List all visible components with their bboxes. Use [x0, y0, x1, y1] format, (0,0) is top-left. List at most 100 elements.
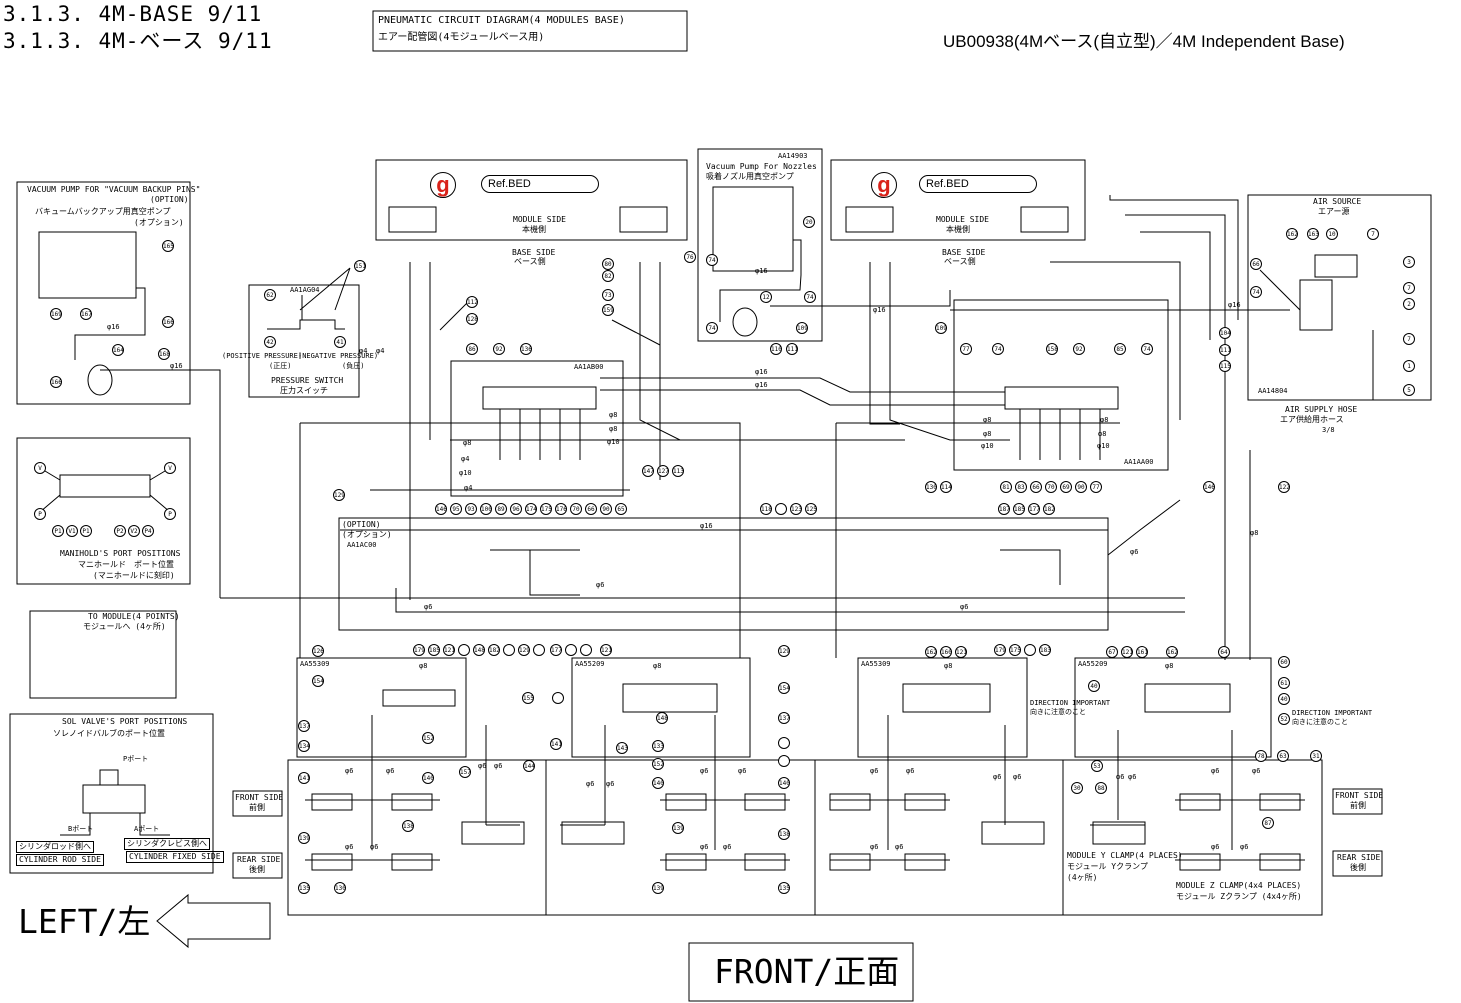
manifold-left-code: AA1AB00 — [574, 363, 604, 371]
part-callout: 63 — [1277, 750, 1289, 762]
part-callout: 74 — [706, 322, 718, 334]
part-callout: 161 — [1136, 646, 1148, 658]
part-callout — [533, 644, 545, 656]
port-label: P2 — [114, 525, 126, 537]
part-callout: 143 — [616, 742, 628, 754]
ref-bed-label: Ref.BED — [919, 175, 1037, 193]
phi-label: φ4 — [461, 455, 470, 463]
phi-label: φ10 — [1097, 442, 1110, 450]
clamp-z-en: MODULE Z CLAMP(4x4 PLACES) — [1176, 881, 1302, 890]
module-side-jp: 本機側 — [946, 225, 970, 234]
part-callout: 176 — [555, 503, 567, 515]
part-callout: 123 — [790, 503, 802, 515]
air-hose-en: AIR SUPPLY HOSE — [1285, 405, 1358, 414]
phi-label: φ16 — [107, 323, 120, 331]
part-callout: 130 — [334, 882, 346, 894]
phi-label: φ8 — [653, 662, 662, 670]
pressure-switch-code: AA1AG04 — [290, 286, 320, 294]
part-callout: 163 — [1307, 228, 1319, 240]
port-label: V1 — [66, 525, 78, 537]
part-callout: 7 — [1403, 282, 1415, 294]
left-direction-label: LEFT/左 — [18, 902, 151, 941]
phi-label: φ8 — [1250, 529, 1259, 537]
phi-label: φ8 — [983, 416, 992, 424]
part-callout: 74 — [1141, 343, 1153, 355]
part-callout: 5 — [1403, 384, 1415, 396]
phi-label: φ6 — [1240, 843, 1249, 851]
phi-label: φ8 — [1165, 662, 1174, 670]
part-callout: 121 — [955, 646, 967, 658]
part-callout: 140 — [422, 772, 434, 784]
air-source-code: AA14804 — [1258, 387, 1288, 395]
part-callout: 134 — [298, 740, 310, 752]
part-callout: 74 — [804, 291, 816, 303]
lower-module-code: AA55309 — [300, 660, 330, 668]
direction-note-en: DIRECTION IMPORTANT — [1292, 709, 1373, 717]
part-callout — [775, 503, 787, 515]
to-module-title-en: TO MODULE(4 POINTS) — [88, 612, 180, 621]
part-callout — [565, 644, 577, 656]
lower-module-code: AA55309 — [861, 660, 891, 668]
part-callout: 135 — [298, 882, 310, 894]
port-label: V2 — [128, 525, 140, 537]
part-callout: 160 — [940, 646, 952, 658]
direction-note-jp: 向きに注意のこと — [1292, 718, 1348, 726]
part-callout: 96 — [510, 503, 522, 515]
air-source-title-jp: エアー源 — [1318, 207, 1350, 216]
part-callout: 12 — [760, 291, 772, 303]
part-callout: 154 — [312, 675, 324, 687]
part-callout: 60 — [1278, 656, 1290, 668]
part-callout: 121 — [1121, 646, 1133, 658]
b-port-label: Bポート — [68, 825, 94, 833]
manifold-note-jp: (マニホールドに刻印) — [93, 571, 175, 580]
part-callout: 61 — [1278, 677, 1290, 689]
phi-label: φ6 — [494, 762, 503, 770]
part-callout: 140 — [652, 777, 664, 789]
pressure-switch-title-en: PRESSURE SWITCH — [271, 376, 344, 385]
part-callout: 121 — [600, 644, 612, 656]
base-side-jp: ベース側 — [944, 257, 976, 266]
part-callout: 141 — [298, 772, 310, 784]
fixed-side-jp: シリンダクレビス側へ — [124, 838, 210, 850]
part-callout — [552, 692, 564, 704]
part-callout: 183 — [1039, 644, 1051, 656]
phi-label: φ6 — [1116, 773, 1125, 781]
rear-side-en: REAR SIDE — [1337, 853, 1381, 862]
phi-label: φ6 — [606, 780, 615, 788]
part-callout: 77 — [960, 343, 972, 355]
part-callout: 70 — [570, 503, 582, 515]
part-callout: 129 — [778, 645, 790, 657]
part-callout: 88 — [1095, 782, 1107, 794]
vacuum-backup-title-jp: バキュームバックアップ用真空ポンプ — [35, 207, 171, 216]
rod-side-en: CYLINDER ROD SIDE — [16, 854, 104, 866]
part-callout: 165 — [162, 240, 174, 252]
air-hose-size: 3/8 — [1322, 426, 1335, 434]
part-callout: 148 — [473, 644, 485, 656]
part-callout: 66 — [1030, 481, 1042, 493]
part-callout: 74 — [1250, 286, 1262, 298]
phi-label: φ6 — [478, 762, 487, 770]
part-callout: 166 — [50, 376, 62, 388]
front-direction-label: FRONT/正面 — [714, 952, 900, 991]
manifold-right-code: AA1AA00 — [1124, 458, 1154, 466]
part-callout: 175 — [1009, 644, 1021, 656]
sol-valve-title-en: SOL VALVE'S PORT POSITIONS — [62, 717, 188, 726]
phi-label: φ8 — [944, 662, 953, 670]
part-callout: 129 — [333, 489, 345, 501]
phi-label: φ6 — [1211, 843, 1220, 851]
part-callout: 78 — [1255, 750, 1267, 762]
phi-label: φ6 — [738, 767, 747, 775]
phi-label: φ8 — [1098, 430, 1107, 438]
part-callout: 74 — [706, 254, 718, 266]
part-callout: 109 — [935, 322, 947, 334]
rod-side-jp: シリンダロッド側へ — [16, 841, 94, 853]
phi-label: φ8 — [983, 430, 992, 438]
phi-label: φ6 — [870, 767, 879, 775]
port-p-icon: P — [34, 508, 46, 520]
phi-label: φ6 — [586, 780, 595, 788]
phi-label: φ6 — [895, 843, 904, 851]
part-callout: 162 — [925, 646, 937, 658]
phi-label: φ10 — [981, 442, 994, 450]
positive-pressure-en: (POSITIVE PRESSURE) — [222, 352, 303, 360]
part-callout: 177 — [1028, 503, 1040, 515]
